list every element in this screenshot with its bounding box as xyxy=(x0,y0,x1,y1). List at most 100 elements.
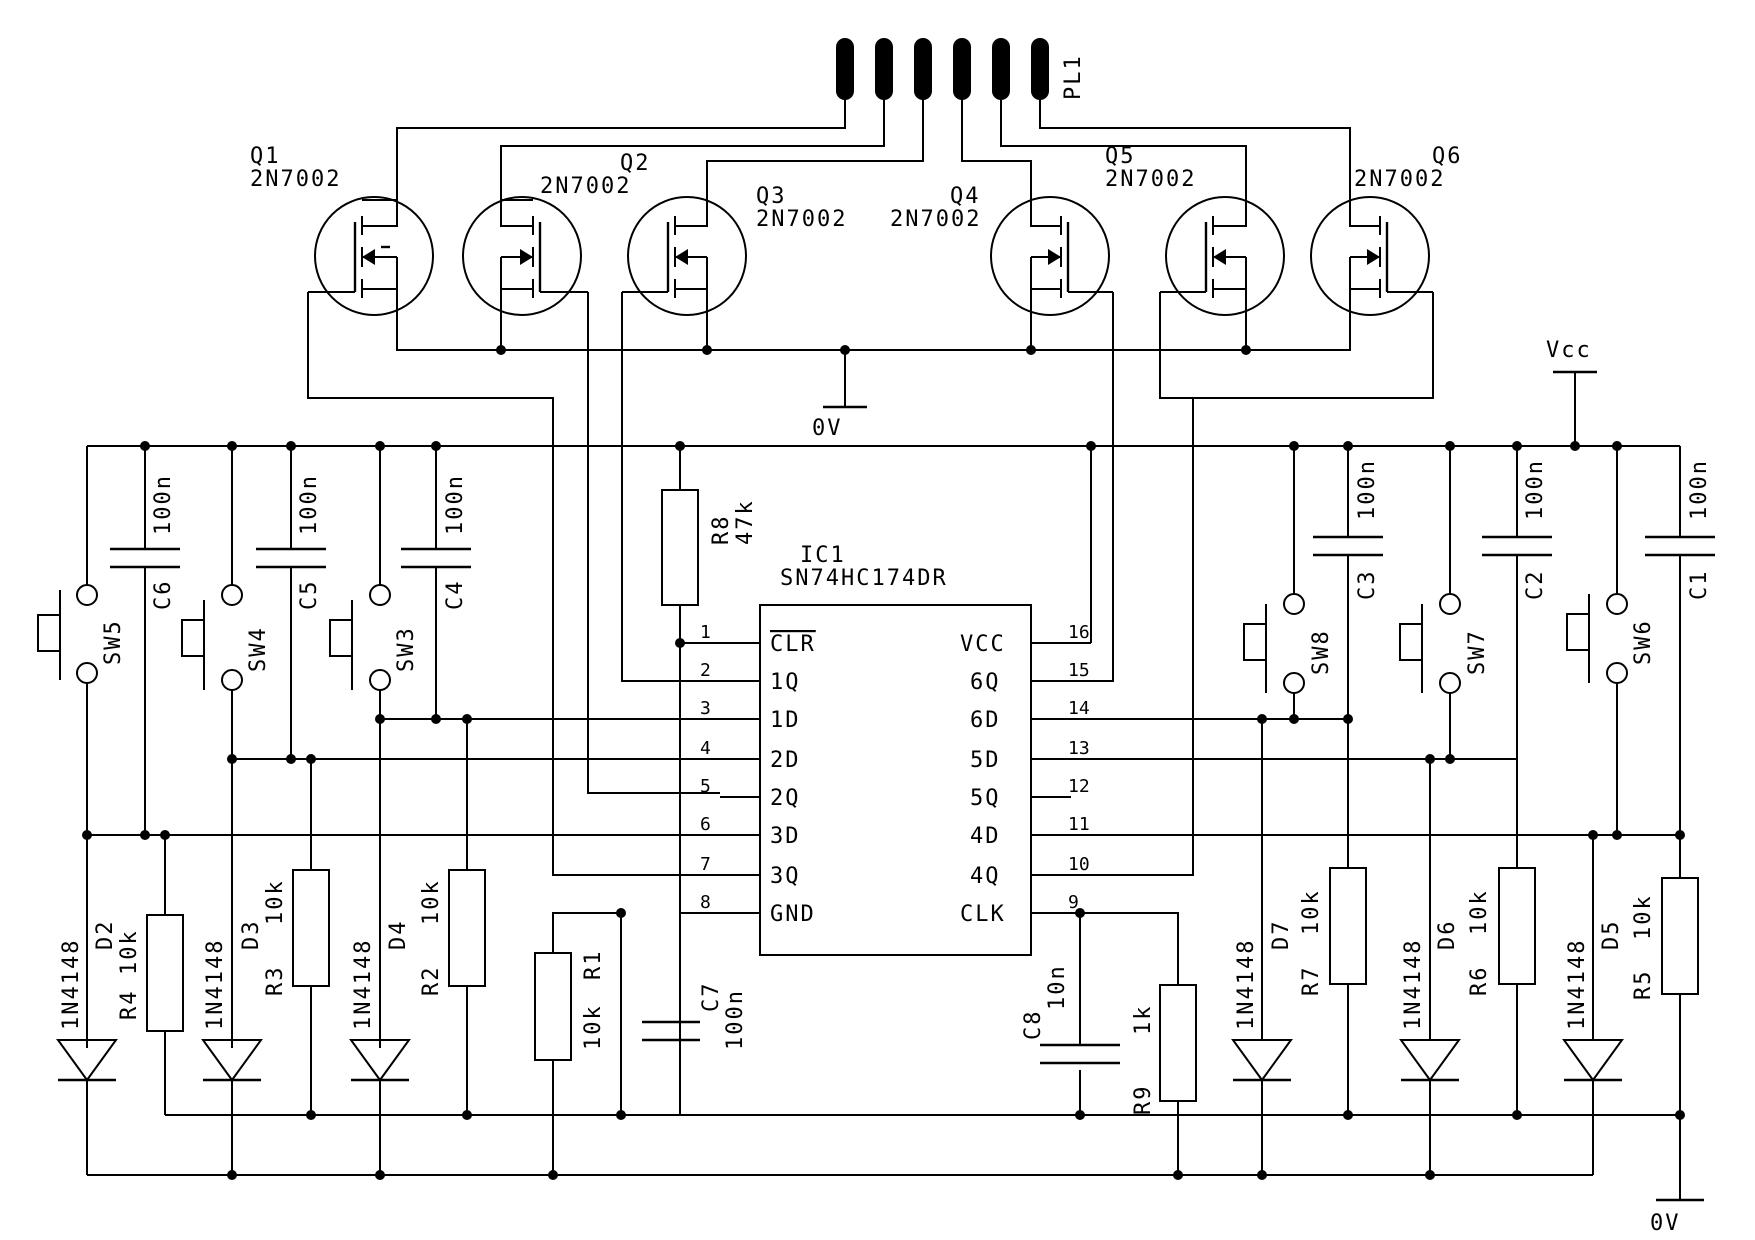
q5-value: 2N7002 xyxy=(1105,167,1196,192)
pin-4-num: 4 xyxy=(700,738,711,759)
c8-value: 10n xyxy=(1045,964,1070,1010)
pin-5-num: 5 xyxy=(700,776,711,797)
sw4-label: SW4 xyxy=(246,626,271,672)
sw8-label: SW8 xyxy=(1309,629,1334,675)
d7-value: 1N4148 xyxy=(1234,939,1259,1030)
r4-label: R4 xyxy=(117,990,142,1021)
pin-16-name: VCC xyxy=(960,632,1006,657)
resistor-r1: R1 10k xyxy=(534,950,606,1061)
pin-4-name: 2D xyxy=(770,748,801,773)
r1-value: 10k xyxy=(581,1004,606,1050)
pin-13-name: 5D xyxy=(970,748,1001,773)
r6-value: 10k xyxy=(1467,889,1492,935)
c2-value: 100n xyxy=(1523,459,1548,520)
pin-7-name: 3Q xyxy=(770,864,801,889)
d4-value: 1N4148 xyxy=(351,939,376,1030)
pin-9-name: CLK xyxy=(960,902,1006,927)
d5-ref: D5 xyxy=(1599,920,1624,951)
mosfet-q1: Q1 2N7002 xyxy=(250,144,434,350)
ic-ref: IC1 xyxy=(800,543,846,568)
pin-3-name: 1D xyxy=(770,708,801,733)
d5-value: 1N4148 xyxy=(1565,939,1590,1030)
channel-sw4: SW4 100n C5 R3 10k D3 1N4148 xyxy=(181,446,330,1175)
r9-ref: R9 xyxy=(1131,1085,1156,1116)
q1-ref: Q1 xyxy=(250,144,281,169)
c5-value: 100n xyxy=(297,474,322,535)
ic-part: SN74HC174DR xyxy=(780,566,948,591)
q4-value: 2N7002 xyxy=(890,207,981,232)
r2-label: R2 xyxy=(419,966,444,997)
channel-sw6: SW6 100n C1 R5 10k D5 1N4148 xyxy=(1562,446,1715,1175)
c2-ref: C2 xyxy=(1523,570,1548,601)
connector-pl1: PL1 xyxy=(836,38,1086,100)
mosfet-q6: Q6 2N7002 xyxy=(1310,144,1463,350)
r3-label: R3 xyxy=(263,966,288,997)
q5-ref: Q5 xyxy=(1105,144,1136,169)
c1-value: 100n xyxy=(1687,459,1712,520)
pin-12-name: 5Q xyxy=(970,786,1001,811)
d2-ref: D2 xyxy=(93,920,118,951)
gate-wires xyxy=(307,292,1434,876)
ic-wiring xyxy=(552,446,1179,1175)
junction-dots xyxy=(82,345,1685,1180)
pin-1-num: 1 xyxy=(700,622,711,643)
d2-value: 1N4148 xyxy=(59,939,84,1030)
r7-label: R7 xyxy=(1299,966,1324,997)
c7-ref: C7 xyxy=(699,982,724,1013)
c4-value: 100n xyxy=(443,474,468,535)
pin-2-name: 1Q xyxy=(770,670,801,695)
pin-12-num: 12 xyxy=(1068,776,1090,797)
sw7-label: SW7 xyxy=(1465,629,1490,675)
r7-value: 10k xyxy=(1299,889,1324,935)
q4-ref: Q4 xyxy=(950,184,981,209)
pin-3-num: 3 xyxy=(700,698,711,719)
pin-13-num: 13 xyxy=(1068,738,1090,759)
q2-ref: Q2 xyxy=(620,151,651,176)
drain-wires xyxy=(396,98,1351,200)
mosfet-q2: Q2 2N7002 xyxy=(462,151,651,350)
d6-ref: D6 xyxy=(1435,920,1460,951)
mosfet-q3: Q3 2N7002 xyxy=(622,184,845,350)
c6-value: 100n xyxy=(151,474,176,535)
sw5-label: SW5 xyxy=(101,619,126,665)
d3-value: 1N4148 xyxy=(203,939,228,1030)
resistor-r9: R9 1k xyxy=(1131,984,1197,1116)
c7-value: 100n xyxy=(723,989,748,1050)
pin-2-num: 2 xyxy=(700,660,711,681)
pin-10-num: 10 xyxy=(1068,854,1090,875)
pin-7-num: 7 xyxy=(700,854,711,875)
pin-14-num: 14 xyxy=(1068,698,1090,719)
capacitor-c8: C8 10n xyxy=(1021,964,1120,1065)
gnd-label-top: 0V xyxy=(812,416,843,441)
pin-6-num: 6 xyxy=(700,814,711,835)
capacitor-c7: C7 100n xyxy=(642,982,748,1050)
resistor-r8: R8 47k xyxy=(661,489,758,606)
sw6-label: SW6 xyxy=(1631,619,1656,665)
gnd-label-bottom: 0V xyxy=(1650,1211,1681,1236)
mosfet-q5: Q5 2N7002 xyxy=(1105,144,1285,350)
r3-value: 10k xyxy=(263,879,288,925)
sw3-label: SW3 xyxy=(394,626,419,672)
c5-ref: C5 xyxy=(297,580,322,611)
ground-bus: 0V xyxy=(87,1114,1704,1236)
ic-sn74hc174: IC1 SN74HC174DR 1 2 3 4 5 6 7 8 CLR 1Q 1… xyxy=(680,543,1091,956)
r2-value: 10k xyxy=(419,879,444,925)
d4-ref: D4 xyxy=(386,920,411,951)
c8-ref: C8 xyxy=(1021,1010,1046,1041)
c3-ref: C3 xyxy=(1355,570,1380,601)
c1-ref: C1 xyxy=(1687,570,1712,601)
r4-value: 10k xyxy=(117,929,142,975)
q6-ref: Q6 xyxy=(1432,144,1463,169)
d7-ref: D7 xyxy=(1269,920,1294,951)
pin-11-num: 11 xyxy=(1068,814,1090,835)
vcc-label: Vcc xyxy=(1546,338,1592,363)
channel-sw5: SW5 100n C6 R4 10k D2 1N4148 xyxy=(37,446,184,1175)
c3-value: 100n xyxy=(1355,459,1380,520)
pl1-label: PL1 xyxy=(1061,54,1086,100)
q1-value: 2N7002 xyxy=(250,167,341,192)
pin-11-name: 4D xyxy=(970,824,1001,849)
pin-1-name: CLR xyxy=(770,632,816,657)
pin-5-name: 2Q xyxy=(770,786,801,811)
q3-ref: Q3 xyxy=(756,184,787,209)
pin-15-name: 6Q xyxy=(970,670,1001,695)
